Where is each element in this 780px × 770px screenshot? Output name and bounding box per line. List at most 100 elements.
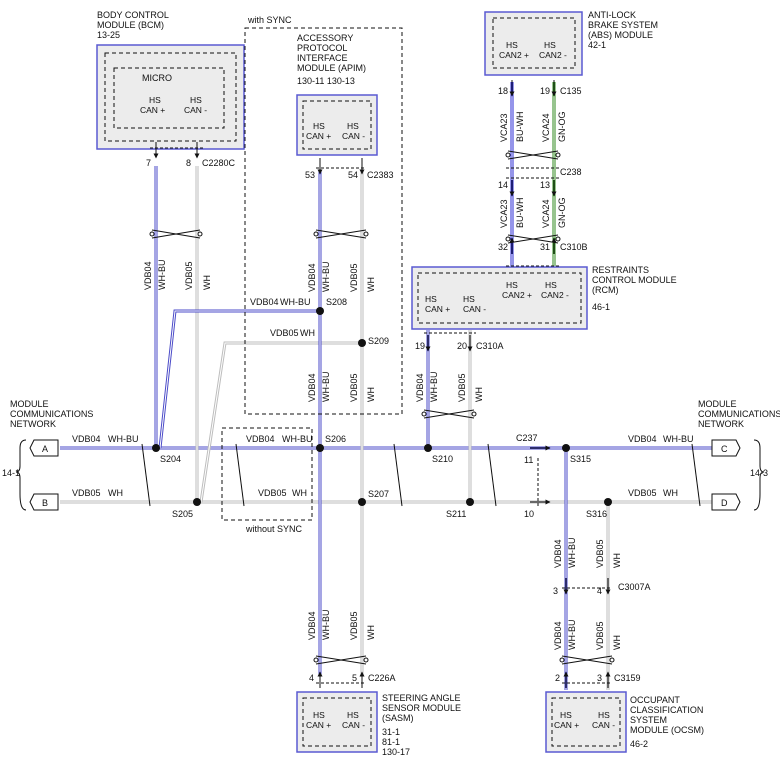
vertical-labels: VDB04 WH-BU VDB05 WH VDB04 WH-BU VDB05 W… (143, 112, 622, 651)
abs-module: ANTI-LOCK BRAKE SYSTEM (ABS) MODULE 42-1… (484, 10, 658, 76)
network-braces (15, 439, 765, 511)
apim2-low-circuit-label: VDB05 (349, 373, 359, 402)
ocsm-title-2: CLASSIFICATION (630, 705, 703, 715)
ocsm-title-3: SYSTEM (630, 715, 667, 725)
connector-c3159: C3159 (614, 673, 641, 683)
splice-s204 (152, 444, 160, 452)
splice-s211-label: S211 (446, 509, 466, 519)
rcm-vca24-color-label: GN-OG (557, 198, 567, 229)
ocsm-title-4: MODULE (OCSM) (630, 725, 704, 735)
pin-5: 5 (352, 673, 357, 683)
apim-high-circuit-label: VDB04 (307, 263, 317, 292)
abs-vca23-circuit-label: VCA23 (499, 113, 509, 142)
pin-19-abs: 19 (540, 86, 550, 96)
rcm-low-color-label: WH (474, 387, 484, 402)
abs-can-neg: CAN2 - (539, 50, 567, 60)
connector-c238: C238 (560, 167, 582, 177)
rcm-can2-pos: CAN2 + (502, 290, 532, 300)
splice-s316-label: S316 (586, 509, 607, 519)
connector-c2383: C2383 (367, 170, 394, 180)
abs-hs-1: HS (506, 40, 518, 50)
bcm-inner-label: MICRO (142, 73, 172, 83)
splice-s207 (358, 498, 366, 506)
left-network-title-2: COMMUNICATIONS (10, 409, 93, 419)
apim-note: with SYNC (247, 15, 292, 25)
rcm-hs-4: HS (545, 280, 557, 290)
connector-c2280c: C2280C (202, 158, 236, 168)
splice-s204-label: S204 (160, 454, 181, 464)
rcm-can-neg: CAN - (463, 304, 486, 314)
sasm-module: STEERING ANGLE SENSOR MODULE (SASM) 31-1… (296, 691, 461, 757)
right-network-ref: 14-3 (750, 468, 768, 478)
s209-branch-wire (199, 341, 362, 503)
connector-b: B (29, 493, 59, 511)
pin-4-c3007a: 4 (597, 586, 602, 596)
connector-d-label: D (721, 498, 728, 508)
pin-53: 53 (305, 170, 315, 180)
rcm-can2-neg: CAN2 - (541, 290, 569, 300)
abs-title-1: ANTI-LOCK (588, 10, 636, 20)
splice-labels: S208 S209 S204 S205 S206 S207 S210 S211 … (160, 297, 607, 519)
splice-dots (152, 307, 612, 506)
apim2-high-circuit-label: VDB04 (307, 373, 317, 402)
rcm-high-circuit-label: VDB04 (415, 373, 425, 402)
apim-hs-2: HS (347, 121, 359, 131)
connector-c226a: C226A (368, 673, 396, 683)
apim-hs-1: HS (313, 121, 325, 131)
pin-arrows (153, 80, 611, 688)
rcm-high-color-label: WH-BU (429, 372, 439, 403)
left-network-title-1: MODULE (10, 399, 49, 409)
pin-18: 18 (498, 86, 508, 96)
pin-19-rcm: 19 (415, 341, 425, 351)
apim-can-pos: CAN + (306, 131, 331, 141)
bcm-high-color-label: WH-BU (157, 260, 167, 291)
rcm-hs-1: HS (425, 294, 437, 304)
bcm-hs-1: HS (149, 95, 161, 105)
pin-11: 11 (524, 455, 533, 465)
connector-c135: C135 (560, 86, 582, 96)
connector-c237: C237 (516, 433, 538, 443)
splice-s211 (466, 498, 474, 506)
splice-s205-label: S205 (172, 509, 193, 519)
pin-54: 54 (348, 170, 358, 180)
bcm-title-1: BODY CONTROL (97, 10, 169, 20)
apim-can-neg: CAN - (342, 131, 365, 141)
splice-s210-label: S210 (432, 454, 453, 464)
splice-s315-label: S315 (570, 454, 591, 464)
rcm-title-1: RESTRAINTS (592, 265, 649, 275)
sasm-low-circuit-label: VDB05 (349, 611, 359, 640)
sasm-low-color-label: WH (366, 625, 376, 640)
without-sync-label: without SYNC (245, 524, 303, 534)
apim-high-color-label: WH-BU (321, 262, 331, 293)
connector-a-label: A (42, 444, 48, 454)
ocsm-ref: 46-2 (630, 739, 648, 749)
right-network-title-3: NETWORK (698, 419, 744, 429)
ocsm2-high-circuit-label: VDB04 (553, 621, 563, 650)
connector-b-label: B (42, 498, 48, 508)
bus-low-color-label-right: WH (663, 488, 678, 498)
ocsm2-high-color-label: WH-BU (567, 620, 577, 651)
bcm-low-color-label: WH (202, 275, 212, 290)
splice-s209-label: S209 (368, 336, 389, 346)
ocsm-title-1: OCCUPANT (630, 695, 680, 705)
splice-s207-label: S207 (368, 489, 389, 499)
bcm-title-2: MODULE (BCM) (97, 20, 164, 30)
pin-13: 13 (540, 180, 550, 190)
pin-31: 31 (540, 242, 550, 252)
bcm-can-neg: CAN - (184, 105, 207, 115)
bus-low-circuit-label-left: VDB05 (72, 488, 101, 498)
apim-title-1: ACCESSORY (297, 33, 353, 43)
connector-c-label: C (721, 444, 728, 454)
sasm-title-1: STEERING ANGLE (382, 693, 461, 703)
bcm-hs-2: HS (190, 95, 202, 105)
connector-c310b: C310B (560, 242, 588, 252)
rcm-low-circuit-label: VDB05 (457, 373, 467, 402)
pin-4-c226a: 4 (309, 673, 314, 683)
bcm-module: BODY CONTROL MODULE (BCM) 13-25 MICRO HS… (96, 10, 245, 150)
ocsm-low-color-label: WH (612, 553, 622, 568)
bus-low-circuit-label-mid: VDB05 (258, 488, 287, 498)
splice-s206 (316, 444, 324, 452)
bcm-ref: 13-25 (97, 30, 120, 40)
rcm-ref: 46-1 (592, 302, 610, 312)
